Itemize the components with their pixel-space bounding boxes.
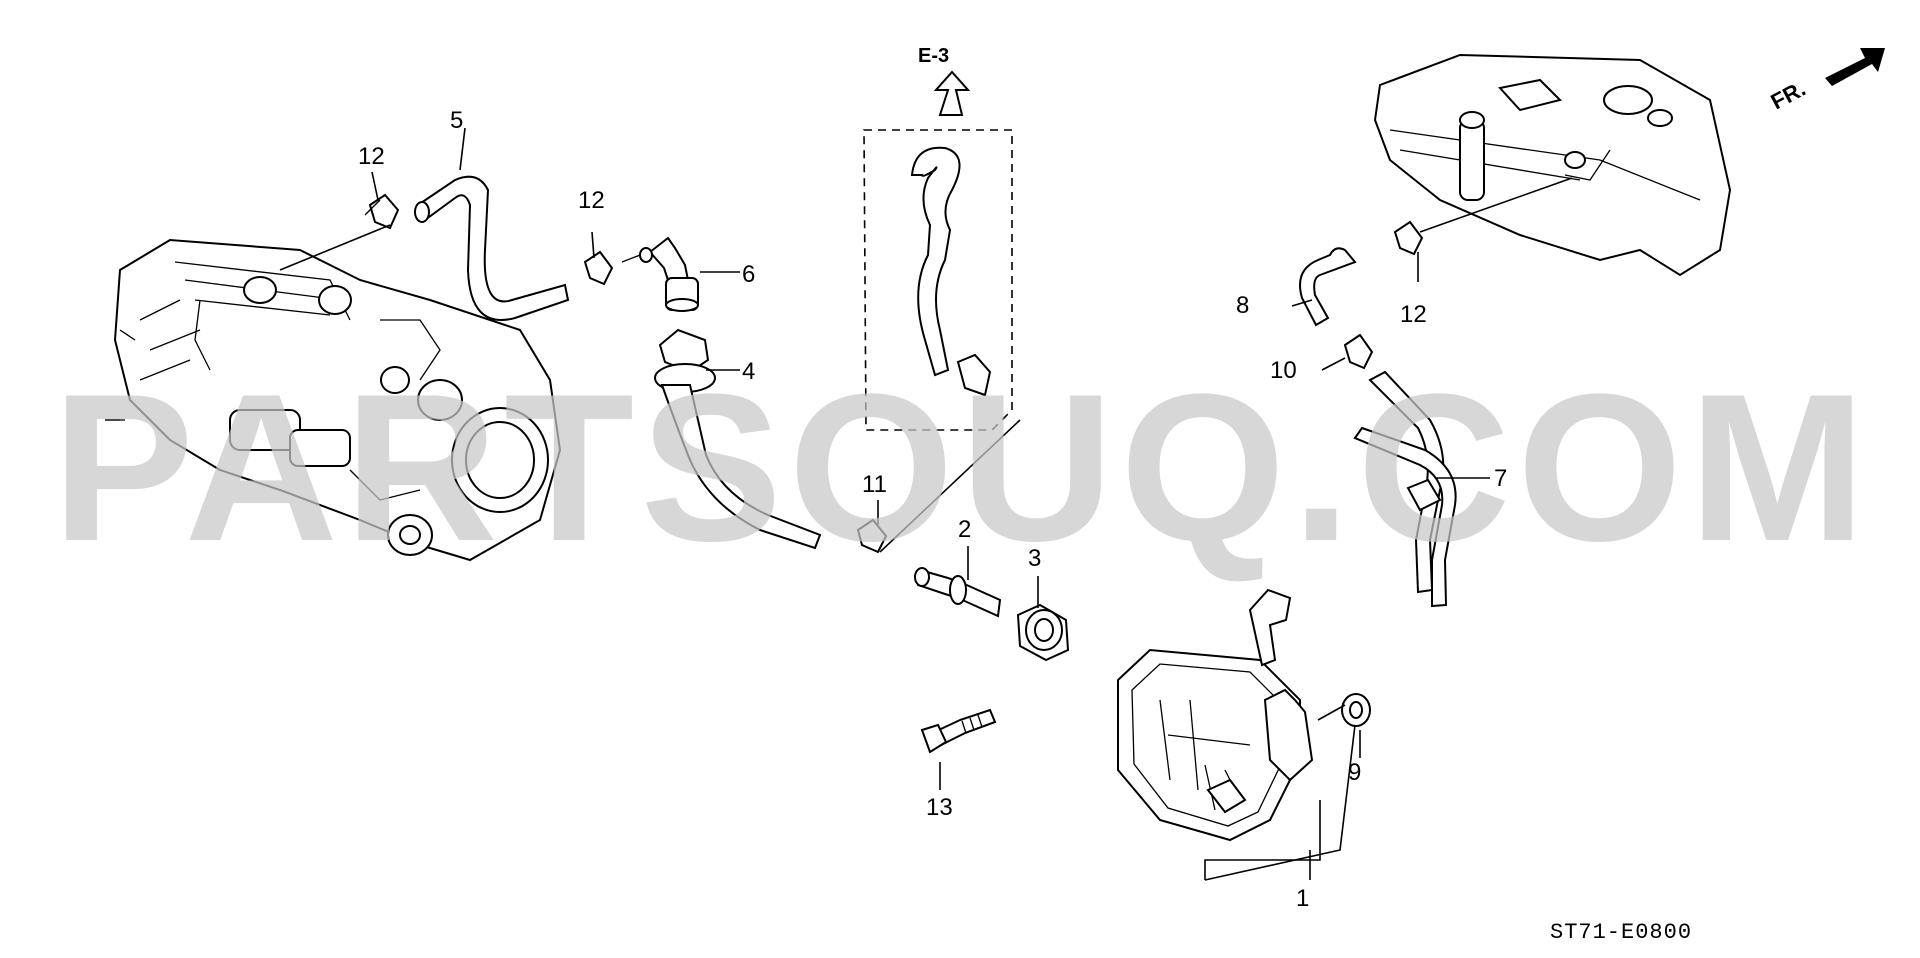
hose-5 — [414, 175, 570, 321]
callout-4: 4 — [742, 358, 755, 385]
callout-5: 5 — [450, 107, 463, 134]
callout-8: 8 — [1236, 292, 1249, 319]
front-direction-label: FR. — [1767, 76, 1810, 115]
front-direction-arrow — [1825, 48, 1885, 86]
callout-12-b: 12 — [578, 187, 605, 214]
callout-12-c: 12 — [1400, 301, 1427, 328]
clamp-11 — [856, 518, 888, 554]
bolt-13 — [920, 708, 997, 754]
clamp-12-right — [1393, 220, 1424, 256]
callout-11: 11 — [862, 471, 887, 498]
grommet-3 — [1016, 603, 1070, 662]
pcv-valve-2 — [914, 567, 1002, 618]
hoses-7 — [1353, 370, 1457, 608]
watermark: PARTSOUQ.COM — [52, 350, 1872, 585]
clamp-12-mid — [583, 250, 614, 286]
callout-7: 7 — [1494, 465, 1507, 492]
callout-6: 6 — [742, 261, 755, 288]
intake-manifold-assembly — [105, 238, 562, 562]
leader-lines — [279, 127, 1573, 881]
breather-chamber-1 — [1117, 588, 1314, 842]
e3-hose-box — [863, 70, 1013, 431]
pcv-elbow-6 — [621, 236, 699, 312]
grommet-4 — [654, 328, 822, 550]
reference-code: ST71-E0800 — [1550, 920, 1692, 945]
callout-10: 10 — [1270, 357, 1297, 384]
callout-2: 2 — [958, 516, 971, 543]
clamp-10 — [1343, 333, 1374, 370]
callout-13: 13 — [926, 794, 953, 821]
valve-cover — [1373, 53, 1732, 277]
washer-9 — [1341, 693, 1371, 727]
clamp-12-left — [364, 193, 400, 230]
callout-9: 9 — [1348, 759, 1361, 786]
hose-8 — [1299, 247, 1357, 327]
callout-3: 3 — [1028, 545, 1041, 572]
callout-12-a: 12 — [358, 143, 385, 170]
callout-1: 1 — [1296, 885, 1309, 912]
section-ref-e3: E-3 — [918, 45, 949, 67]
